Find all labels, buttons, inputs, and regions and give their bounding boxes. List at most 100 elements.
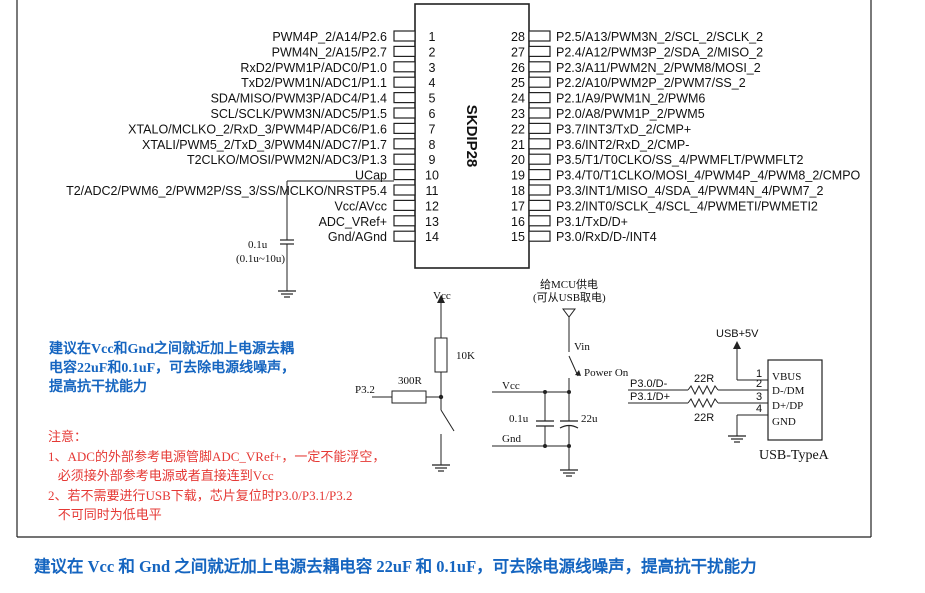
warning-note-line-2: 1、ADC的外部参考电源管脚ADC_VRef+，一定不能浮空， xyxy=(48,448,386,464)
reset-vcc-label: Vcc xyxy=(433,290,451,302)
pin-label: PWM4P_2/A14/P2.6 xyxy=(272,30,387,44)
chip-name: SKDIP28 xyxy=(463,105,480,168)
usb-pin-3: 3D+/DP xyxy=(756,391,803,412)
pin-number: 13 xyxy=(425,215,439,229)
reset-port-label: P3.2 xyxy=(355,384,375,396)
right-pin-15: 15 P3.0/RxD/D-/INT4 xyxy=(511,230,657,244)
usb-pin-name: VBUS xyxy=(772,371,801,383)
pin-pad xyxy=(528,91,551,104)
pin-label: P3.3/INT1/MISO_4/SDA_4/PWM4N_4/PWM7_2 xyxy=(556,184,824,198)
pin-label: ADC_VRef+ xyxy=(319,215,387,229)
left-pin-14: 14 Gnd/AGnd xyxy=(328,230,439,244)
pin-pad xyxy=(393,184,416,196)
ucap-value: 0.1u xyxy=(248,239,268,251)
left-pin-7: 7 XTALO/MCLKO_2/RxD_3/PWM4P/ADC6/P1.6 xyxy=(128,122,435,136)
pin-number: 26 xyxy=(511,61,525,75)
pin-number: 17 xyxy=(511,199,525,213)
warning-note-line-3: 必须接外部参考电源或者直接连到Vcc xyxy=(48,468,274,483)
pin-number: 11 xyxy=(426,184,439,198)
pin-pad xyxy=(528,215,551,227)
right-pin-23: 23 P2.0/A8/PWM1P_2/PWM5 xyxy=(511,107,705,121)
left-pin-5: 5 SDA/MISO/PWM3P/ADC4/P1.4 xyxy=(211,92,436,106)
footer-caption: 建议在 Vcc 和 Gnd 之间就近加上电源去耦电容 22uF 和 0.1uF，… xyxy=(34,557,757,576)
ucap-range: (0.1u~10u) xyxy=(236,253,285,265)
right-pins: 28 P2.5/A13/PWM3N_2/SCL_2/SCLK_2 27 P2.4/A1… xyxy=(511,30,860,244)
pin-label: T2CLKO/MOSI/PWM2N/ADC3/P1.3 xyxy=(187,153,387,167)
pin-label: UCap xyxy=(355,169,387,183)
usb-dm-signal: P3.0/D- xyxy=(630,378,668,390)
pin-label: Vcc/AVcc xyxy=(334,199,387,213)
left-pin-1: 1 PWM4P_2/A14/P2.6 xyxy=(272,30,435,44)
pin-number: 28 xyxy=(511,30,525,44)
power-subtitle: (可从USB取电) xyxy=(533,291,606,304)
pin-pad xyxy=(528,61,551,73)
pin-number: 23 xyxy=(511,107,525,121)
usb-pin-number: 2 xyxy=(756,378,762,390)
pin-pad xyxy=(528,169,551,181)
power-title: 给MCU供电 xyxy=(540,277,598,291)
pin-label: SDA/MISO/PWM3P/ADC4/P1.4 xyxy=(211,92,387,106)
pin-number: 2 xyxy=(429,45,436,59)
usb-r1-value: 22R xyxy=(694,373,714,385)
usb-pin-name: D+/DP xyxy=(772,400,803,412)
pin-label: P2.0/A8/PWM1P_2/PWM5 xyxy=(556,107,705,121)
ucap-circuit: 0.1u (0.1u~10u) xyxy=(236,180,394,298)
warning-note-line-1: 注意： xyxy=(48,429,88,444)
pin-number: 4 xyxy=(429,76,436,90)
pin-label: P2.5/A13/PWM3N_2/SCL_2/SCLK_2 xyxy=(556,30,763,44)
pin-number: 27 xyxy=(511,45,525,59)
cap-22u-value: 22u xyxy=(581,413,598,425)
warning-note: 注意： 1、ADC的外部参考电源管脚ADC_VRef+，一定不能浮空， 必须接外… xyxy=(48,427,385,525)
pin-pad xyxy=(393,76,416,88)
pin-label: P3.0/RxD/D-/INT4 xyxy=(556,230,657,244)
pin-pad xyxy=(528,107,551,119)
usb-pin-name: D-/DM xyxy=(772,385,805,397)
pin-pad xyxy=(393,122,416,135)
warning-note-line-4: 2、若不需要进行USB下载，芯片复位时P3.0/P3.1/P3.2 xyxy=(48,487,353,503)
pin-label: P2.2/A10/PWM2P_2/PWM7/SS_2 xyxy=(556,76,746,90)
pin-number: 7 xyxy=(429,122,436,136)
pin-label: P2.3/A11/PWM2N_2/PWM8/MOSI_2 xyxy=(556,61,761,75)
pin-number: 10 xyxy=(425,169,439,183)
decoupling-note-line-2: 电容22uF和0.1uF，可去除电源线噪声， xyxy=(49,361,296,376)
pin-pad xyxy=(393,45,416,58)
pin-number: 9 xyxy=(429,153,436,167)
pin-pad xyxy=(393,169,416,181)
pin-number: 15 xyxy=(511,230,525,244)
pin-label: Gnd/AGnd xyxy=(328,230,387,244)
pin-label: P3.4/T0/T1CLKO/MOSI_4/PWM4P_4/PWM8_2/CMP… xyxy=(556,169,861,183)
pin-label: RxD2/PWM1P/ADC0/P1.0 xyxy=(240,61,387,75)
pin-pad xyxy=(393,61,416,73)
usb-pin-name: GND xyxy=(772,416,796,428)
pin-label: XTALO/MCLKO_2/RxD_3/PWM4P/ADC6/P1.6 xyxy=(128,122,387,136)
left-pin-9: 9 T2CLKO/MOSI/PWM2N/ADC3/P1.3 xyxy=(187,153,436,167)
pin-pad xyxy=(528,122,551,135)
pin-number: 16 xyxy=(511,215,525,229)
pin-label: SCL/SCLK/PWM3N/ADC5/P1.5 xyxy=(211,107,387,121)
pin-label: P2.1/A9/PWM1N_2/PWM6 xyxy=(556,92,705,106)
pin-label: P3.2/INT0/SCLK_4/SCL_4/PWMETI/PWMETI2 xyxy=(556,199,818,213)
warning-note-line-5: 不可同时为低电平 xyxy=(48,507,162,522)
power-vcc-label: Vcc xyxy=(502,380,520,392)
pin-label: P3.7/INT3/TxD_2/CMP+ xyxy=(556,122,691,136)
pin-number: 14 xyxy=(425,230,439,244)
pin-label: T2/ADC2/PWM6_2/PWM2P/SS_3/SS/MCLKO/NRSTP… xyxy=(66,184,387,198)
pin-number: 1 xyxy=(429,30,436,44)
pin-pad xyxy=(528,45,551,58)
decoupling-note-line-1: 建议在Vcc和Gnd之间就近加上电源去耦 xyxy=(49,342,294,357)
pin-number: 6 xyxy=(429,107,436,121)
pin-label: P2.4/A12/PWM3P_2/SDA_2/MISO_2 xyxy=(556,45,763,59)
right-pin-28: 28 P2.5/A13/PWM3N_2/SCL_2/SCLK_2 xyxy=(511,30,763,44)
pin-number: 5 xyxy=(429,92,436,106)
pin-number: 12 xyxy=(425,199,439,213)
pin-number: 19 xyxy=(511,169,525,183)
decoupling-note-line-3: 提高抗干扰能力 xyxy=(49,380,147,395)
pin-number: 21 xyxy=(511,138,525,152)
pin-pad xyxy=(528,199,551,211)
